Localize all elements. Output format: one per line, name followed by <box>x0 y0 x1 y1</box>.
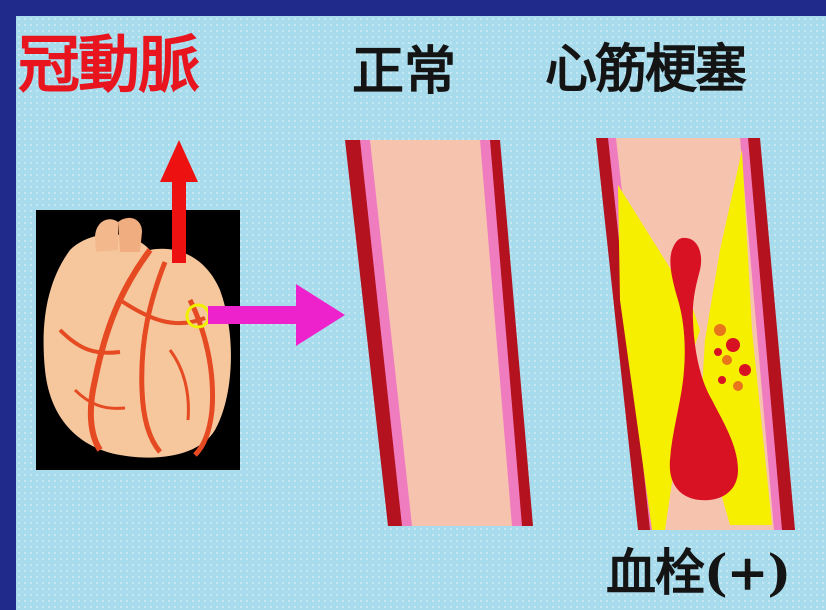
heart-illustration <box>36 210 240 470</box>
normal-vessel <box>345 140 533 526</box>
normal-label: 正常 <box>352 46 456 98</box>
thrombus-label: 血栓(+) <box>606 548 790 598</box>
myocardial-infarction-label: 心筋梗塞 <box>545 44 745 96</box>
coronary-artery-title: 冠動脈 <box>18 34 198 96</box>
infarction-vessel <box>596 138 795 530</box>
